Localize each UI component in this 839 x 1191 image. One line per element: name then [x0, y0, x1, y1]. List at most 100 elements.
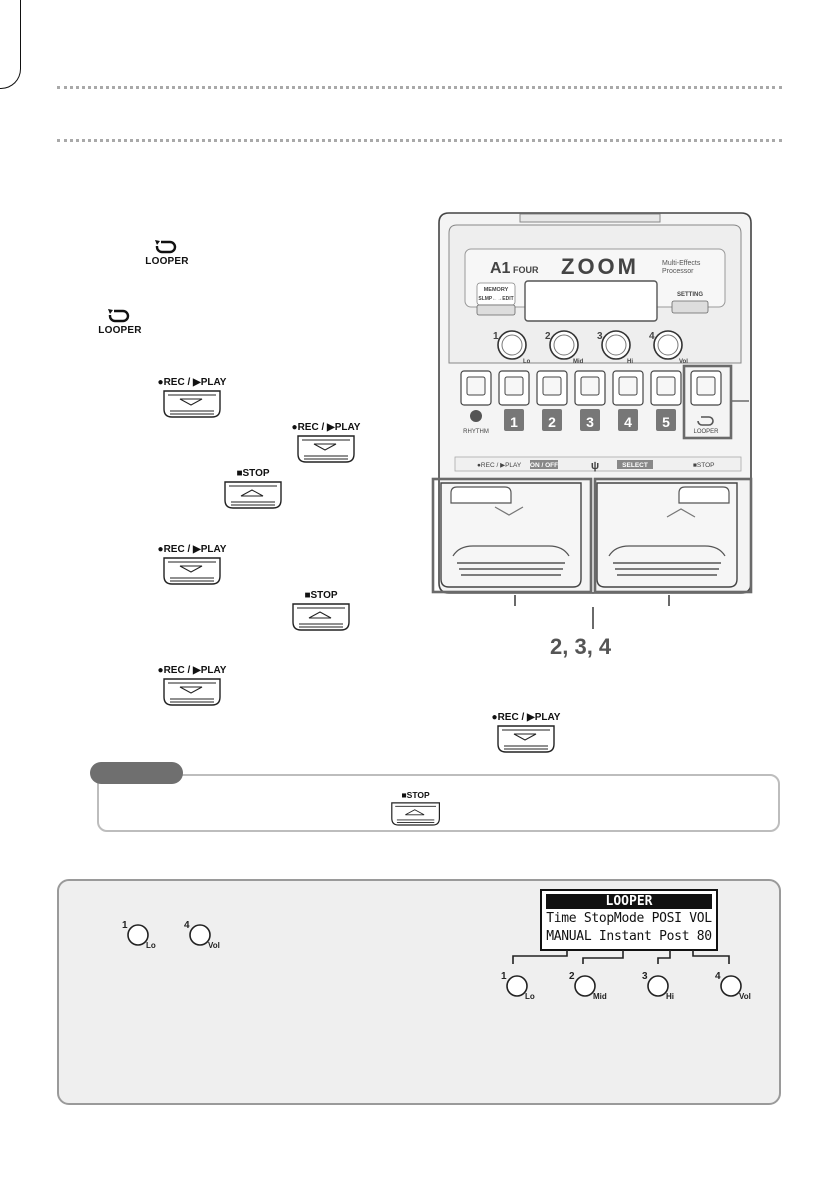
knob-4-icon: 4 Vol — [184, 920, 220, 950]
svg-text:1: 1 — [510, 414, 518, 430]
svg-text:4: 4 — [715, 971, 721, 982]
lcd-header: LOOPER — [546, 894, 712, 909]
knob-1: 1 Lo — [493, 330, 531, 365]
loop-icon — [108, 309, 130, 323]
svg-text:3: 3 — [642, 971, 648, 982]
footswitch-3: 3 — [574, 370, 606, 431]
left-pedal-highlight — [431, 477, 593, 594]
svg-text:Lo: Lo — [523, 359, 531, 365]
rec-play-pedal-icon: ●REC / ▶PLAY — [156, 377, 228, 423]
metronome-icon — [470, 410, 482, 422]
setting-label: SETTING — [677, 292, 703, 298]
svg-text:1: 1 — [493, 331, 499, 342]
right-pedal-highlight — [593, 477, 753, 594]
tagline-line2: Processor — [662, 268, 694, 275]
dotted-divider-bottom — [57, 139, 782, 142]
looper-switch: LOOPER — [690, 370, 722, 435]
footswitch-4: 4 — [612, 370, 644, 431]
stop-pedal-icon: ■STOP — [285, 590, 357, 636]
footswitch-2: 2 — [536, 370, 568, 431]
looper-highlight — [682, 364, 733, 440]
knob-1-icon: 1 Lo — [122, 920, 156, 950]
lcd-value-posi: Post — [659, 929, 690, 944]
svg-text:LOOPER: LOOPER — [693, 429, 719, 435]
looper-lcd: LOOPER Time StopMode POSI VOL MANUAL Ins… — [540, 889, 718, 951]
knob-1-icon: 1 Lo — [501, 971, 535, 1001]
strip-rec-play: ●REC / ▶PLAY — [477, 462, 522, 469]
lcd-param-vol: VOL — [689, 911, 712, 926]
stop-pedal-icon: ■STOP — [217, 468, 289, 514]
rec-play-pedal-icon: ●REC / ▶PLAY — [490, 712, 562, 758]
svg-text:3: 3 — [586, 414, 594, 430]
lcd-param-posi: POSI — [651, 911, 682, 926]
svg-text:2: 2 — [569, 971, 575, 982]
callout-connector — [592, 607, 594, 629]
footswitch-1: 1 — [498, 370, 530, 431]
loop-icon — [697, 416, 714, 426]
lcd-value-stopmode: Instant — [598, 929, 652, 944]
steps-callout-label: 2, 3, 4 — [550, 634, 612, 659]
footswitch-5: 5 — [650, 370, 682, 431]
memory-label: MEMORY — [484, 287, 509, 293]
tagline-line1: Multi-Effects — [662, 260, 701, 267]
memory-sub: SLMP←→EDIT — [478, 296, 513, 302]
lcd-value-vol: 80 — [696, 929, 712, 944]
left-pedal — [440, 482, 582, 588]
brand-logo: ZOOM — [561, 254, 639, 279]
svg-text:4: 4 — [649, 331, 655, 342]
model-name: A1 — [490, 260, 511, 277]
lcd-param-time: Time — [546, 911, 577, 926]
knob-2: 2 Mid — [545, 330, 584, 365]
rec-play-pedal-icon: ●REC / ▶PLAY — [156, 544, 228, 590]
svg-text:1: 1 — [501, 971, 507, 982]
strip-select: SELECT — [622, 462, 648, 469]
device-display — [524, 280, 658, 322]
svg-text:5: 5 — [662, 414, 670, 430]
stop-pedal-icon: ■STOP — [385, 791, 446, 830]
model-suffix: FOUR — [513, 265, 539, 275]
rec-play-pedal-icon: ●REC / ▶PLAY — [290, 422, 362, 468]
loop-icon — [155, 240, 177, 254]
svg-text:Vol: Vol — [739, 992, 751, 1001]
svg-text:Vol: Vol — [679, 359, 688, 365]
svg-text:Mid: Mid — [573, 359, 584, 365]
knob-4: 4 Vol — [649, 330, 688, 365]
hint-tab — [90, 762, 183, 784]
svg-text:2: 2 — [545, 331, 551, 342]
knob-4-icon: 4 Vol — [715, 971, 751, 1001]
lcd-param-stopmode: StopMode — [583, 911, 645, 926]
svg-text:2: 2 — [548, 414, 556, 430]
svg-text:Lo: Lo — [525, 992, 535, 1001]
svg-text:Mid: Mid — [593, 992, 607, 1001]
svg-text:1: 1 — [122, 920, 128, 931]
lcd-value-time: MANUAL — [546, 929, 592, 944]
looper-button-icon: LOOPER — [98, 305, 142, 336]
strip-stop: ■STOP — [693, 462, 715, 469]
lcd-knob-connectors: 1 Lo 2 Mid 3 Hi 4 Vol — [501, 950, 751, 1001]
looper-button-icon: LOOPER — [145, 236, 189, 267]
page-corner-mark — [0, 0, 21, 89]
svg-text:Hi: Hi — [627, 359, 633, 365]
rec-play-pedal-icon: ●REC / ▶PLAY — [156, 665, 228, 711]
rhythm-switch: RHYTHM — [460, 370, 492, 435]
dotted-divider-top — [57, 86, 782, 89]
memory-button — [476, 304, 516, 316]
right-pedal — [596, 482, 738, 588]
svg-text:RHYTHM: RHYTHM — [463, 429, 489, 435]
knob-2-icon: 2 Mid — [569, 971, 607, 1001]
device-illustration: A1 FOUR ZOOM Multi-Effects Processor MEM… — [431, 212, 753, 606]
knob-3: 3 Hi — [597, 330, 633, 365]
svg-text:Vol: Vol — [208, 941, 220, 950]
svg-text:4: 4 — [624, 414, 632, 430]
svg-text:4: 4 — [184, 920, 190, 931]
lcd-value-row: MANUAL Instant Post 80 — [542, 929, 716, 944]
svg-text:Lo: Lo — [146, 941, 156, 950]
setting-button — [671, 300, 709, 314]
hint-box — [97, 774, 780, 832]
inline-knobs: 1 Lo 4 Vol — [122, 920, 220, 950]
svg-text:3: 3 — [597, 331, 603, 342]
strip-on-off: ON / OFF — [530, 462, 558, 469]
lcd-param-row: Time StopMode POSI VOL — [542, 911, 716, 926]
tuner-icon: ψ — [591, 460, 599, 472]
knob-3-icon: 3 Hi — [642, 971, 674, 1001]
